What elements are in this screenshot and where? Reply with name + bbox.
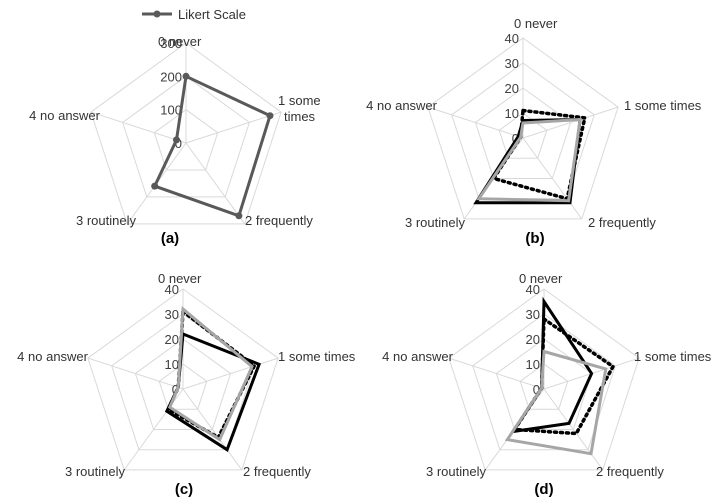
- tick-label: 30: [526, 307, 540, 322]
- tick-label: 20: [165, 332, 179, 347]
- axis-category-label: 1 some times: [624, 98, 702, 113]
- tick-label: 20: [505, 81, 519, 96]
- grid-ring: [427, 37, 619, 220]
- grid-ring: [448, 288, 640, 471]
- axis-spoke: [87, 357, 184, 390]
- series-line: [473, 117, 582, 205]
- axis-category-label: 2 frequently: [588, 215, 656, 230]
- axis-category-label: 1 some times: [278, 349, 356, 364]
- tick-label: 40: [165, 282, 179, 297]
- axis-category-label: 0 never: [514, 16, 558, 31]
- tick-label: 100: [160, 103, 182, 118]
- grid-ring: [90, 42, 282, 225]
- grid-ring: [158, 363, 208, 410]
- radar-panel-4: 0 10 20 30 400 never 1 some times 2 frequently…: [382, 271, 712, 498]
- axis-category-label: 4 no answer: [17, 349, 88, 364]
- panel-caption: (d): [534, 481, 553, 498]
- axis-spoke: [543, 388, 604, 471]
- panel-caption: (a): [161, 230, 179, 247]
- panel-caption: (c): [175, 481, 193, 498]
- axis-category-label: 2 frequently: [243, 464, 311, 479]
- series-line: [476, 117, 582, 203]
- series-marker: [235, 212, 243, 220]
- grid-ring: [472, 313, 616, 451]
- tick-label: 20: [526, 332, 540, 347]
- tick-label: 10: [165, 357, 179, 372]
- series-line: [167, 305, 254, 442]
- legend-marker: [153, 10, 161, 18]
- legend: Likert Scale: [142, 7, 246, 22]
- panel-caption: (b): [525, 230, 544, 247]
- axis-category-label: 2 frequently: [245, 213, 313, 228]
- axis-category-label: 0 never: [158, 34, 202, 49]
- axis-spoke: [427, 106, 524, 139]
- series-marker: [173, 136, 180, 144]
- tick-label: 10: [526, 357, 540, 372]
- tick-label: 0: [175, 136, 182, 151]
- axis-category-label: 0 never: [158, 271, 202, 286]
- axis-spoke: [522, 137, 583, 220]
- axis-category-label: 0 never: [519, 271, 563, 286]
- axis-category-label: 4 no answer: [366, 98, 437, 113]
- tick-label: 10: [505, 106, 519, 121]
- tick-label: 0: [533, 382, 540, 397]
- axis-category-label: 3 routinely: [65, 464, 125, 479]
- tick-label: 40: [505, 31, 519, 46]
- axis-spoke: [90, 111, 187, 144]
- tick-label: 30: [505, 56, 519, 71]
- tick-label: 200: [160, 69, 182, 84]
- legend-label: Likert Scale: [178, 7, 246, 22]
- tick-label: 300: [160, 36, 182, 51]
- axis-spoke: [185, 111, 282, 144]
- axis-spoke: [185, 142, 246, 225]
- series-line: [504, 349, 608, 456]
- axis-category-label: 3 routinely: [426, 464, 486, 479]
- axis-category-label: 3 routinely: [76, 213, 136, 228]
- axis-category-label: 3 routinely: [405, 215, 465, 230]
- grid-ring: [153, 109, 219, 171]
- axis-category-label: 4 no answer: [29, 108, 100, 123]
- axis-spoke: [182, 388, 243, 471]
- grid-ring: [498, 112, 548, 159]
- axis-category-label: 4 no answer: [382, 349, 453, 364]
- series-line: [152, 74, 272, 218]
- tick-label: 40: [526, 282, 540, 297]
- series-marker: [266, 112, 274, 120]
- grid-ring: [519, 363, 569, 410]
- axis-spoke: [448, 357, 545, 390]
- series-marker: [182, 72, 190, 80]
- series-marker: [151, 182, 159, 190]
- grid-ring: [495, 338, 593, 430]
- grid-ring: [474, 87, 572, 179]
- axis-spoke: [522, 106, 619, 139]
- tick-label: 30: [165, 307, 179, 322]
- axis-spoke: [182, 357, 279, 390]
- grid-ring: [87, 288, 279, 471]
- grid-ring: [134, 338, 232, 430]
- axis-category-label: 1 some times: [634, 349, 712, 364]
- axis-category-label: 2 frequently: [596, 464, 664, 479]
